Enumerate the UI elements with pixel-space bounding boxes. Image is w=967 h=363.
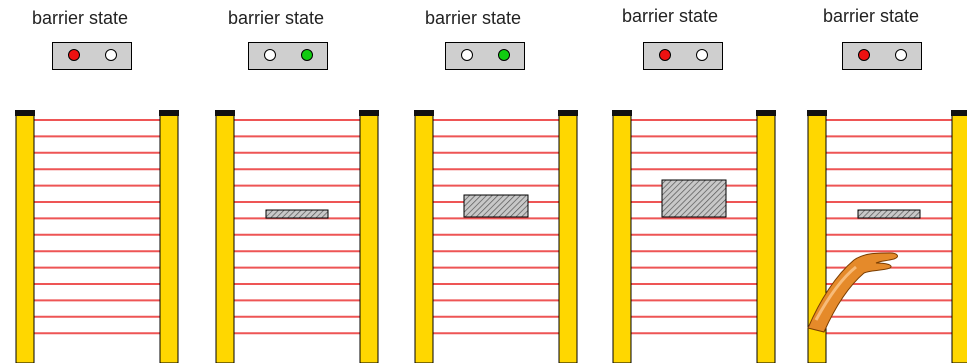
panel-5: barrier state bbox=[806, 0, 967, 363]
right-post bbox=[159, 114, 179, 363]
medium-object bbox=[463, 194, 529, 218]
right-led-icon bbox=[498, 49, 510, 61]
left-led-icon bbox=[461, 49, 473, 61]
right-post bbox=[756, 114, 776, 363]
panel-1: barrier state bbox=[0, 0, 179, 363]
light-curtain bbox=[413, 110, 578, 363]
post-cap bbox=[359, 110, 379, 116]
right-led-icon bbox=[696, 49, 708, 61]
post-cap bbox=[807, 110, 827, 116]
left-led-icon bbox=[659, 49, 671, 61]
light-curtain bbox=[14, 110, 179, 363]
post-cap bbox=[612, 110, 632, 116]
light-curtain bbox=[611, 110, 776, 363]
left-post bbox=[215, 114, 235, 363]
left-led-icon bbox=[68, 49, 80, 61]
right-post bbox=[558, 114, 578, 363]
panel-2: barrier state bbox=[196, 0, 379, 363]
barrier-state-indicator bbox=[248, 42, 328, 70]
post-cap bbox=[15, 110, 35, 116]
barrier-state-indicator bbox=[52, 42, 132, 70]
hand-icon bbox=[807, 252, 898, 333]
right-led-icon bbox=[105, 49, 117, 61]
left-post bbox=[612, 114, 632, 363]
post-cap bbox=[558, 110, 578, 116]
thin-object bbox=[857, 209, 921, 219]
barrier-state-indicator bbox=[643, 42, 723, 70]
light-curtain-graphic bbox=[15, 110, 179, 363]
panel-title: barrier state bbox=[822, 6, 920, 26]
large-object bbox=[661, 179, 727, 218]
barrier-state-indicator bbox=[445, 42, 525, 70]
left-post bbox=[414, 114, 434, 363]
thin-object bbox=[265, 209, 329, 219]
panel-title: barrier state bbox=[424, 8, 522, 28]
light-curtain bbox=[214, 110, 379, 363]
light-curtain-graphic bbox=[215, 110, 379, 363]
post-cap bbox=[756, 110, 776, 116]
panel-title: barrier state bbox=[227, 8, 325, 28]
panel-title: barrier state bbox=[31, 8, 129, 28]
post-cap bbox=[951, 110, 967, 116]
post-cap bbox=[159, 110, 179, 116]
barrier-state-indicator bbox=[842, 42, 922, 70]
light-curtain bbox=[806, 110, 967, 363]
panel-title: barrier state bbox=[621, 6, 719, 26]
left-led-icon bbox=[264, 49, 276, 61]
light-curtain-graphic bbox=[807, 110, 967, 363]
right-led-icon bbox=[301, 49, 313, 61]
right-led-icon bbox=[895, 49, 907, 61]
right-post bbox=[951, 114, 967, 363]
left-led-icon bbox=[858, 49, 870, 61]
panel-4: barrier state bbox=[590, 0, 776, 363]
light-curtain-graphic bbox=[414, 110, 578, 363]
post-cap bbox=[215, 110, 235, 116]
panel-3: barrier state bbox=[393, 0, 578, 363]
post-cap bbox=[414, 110, 434, 116]
right-post bbox=[359, 114, 379, 363]
left-post bbox=[15, 114, 35, 363]
light-curtain-graphic bbox=[612, 110, 776, 363]
